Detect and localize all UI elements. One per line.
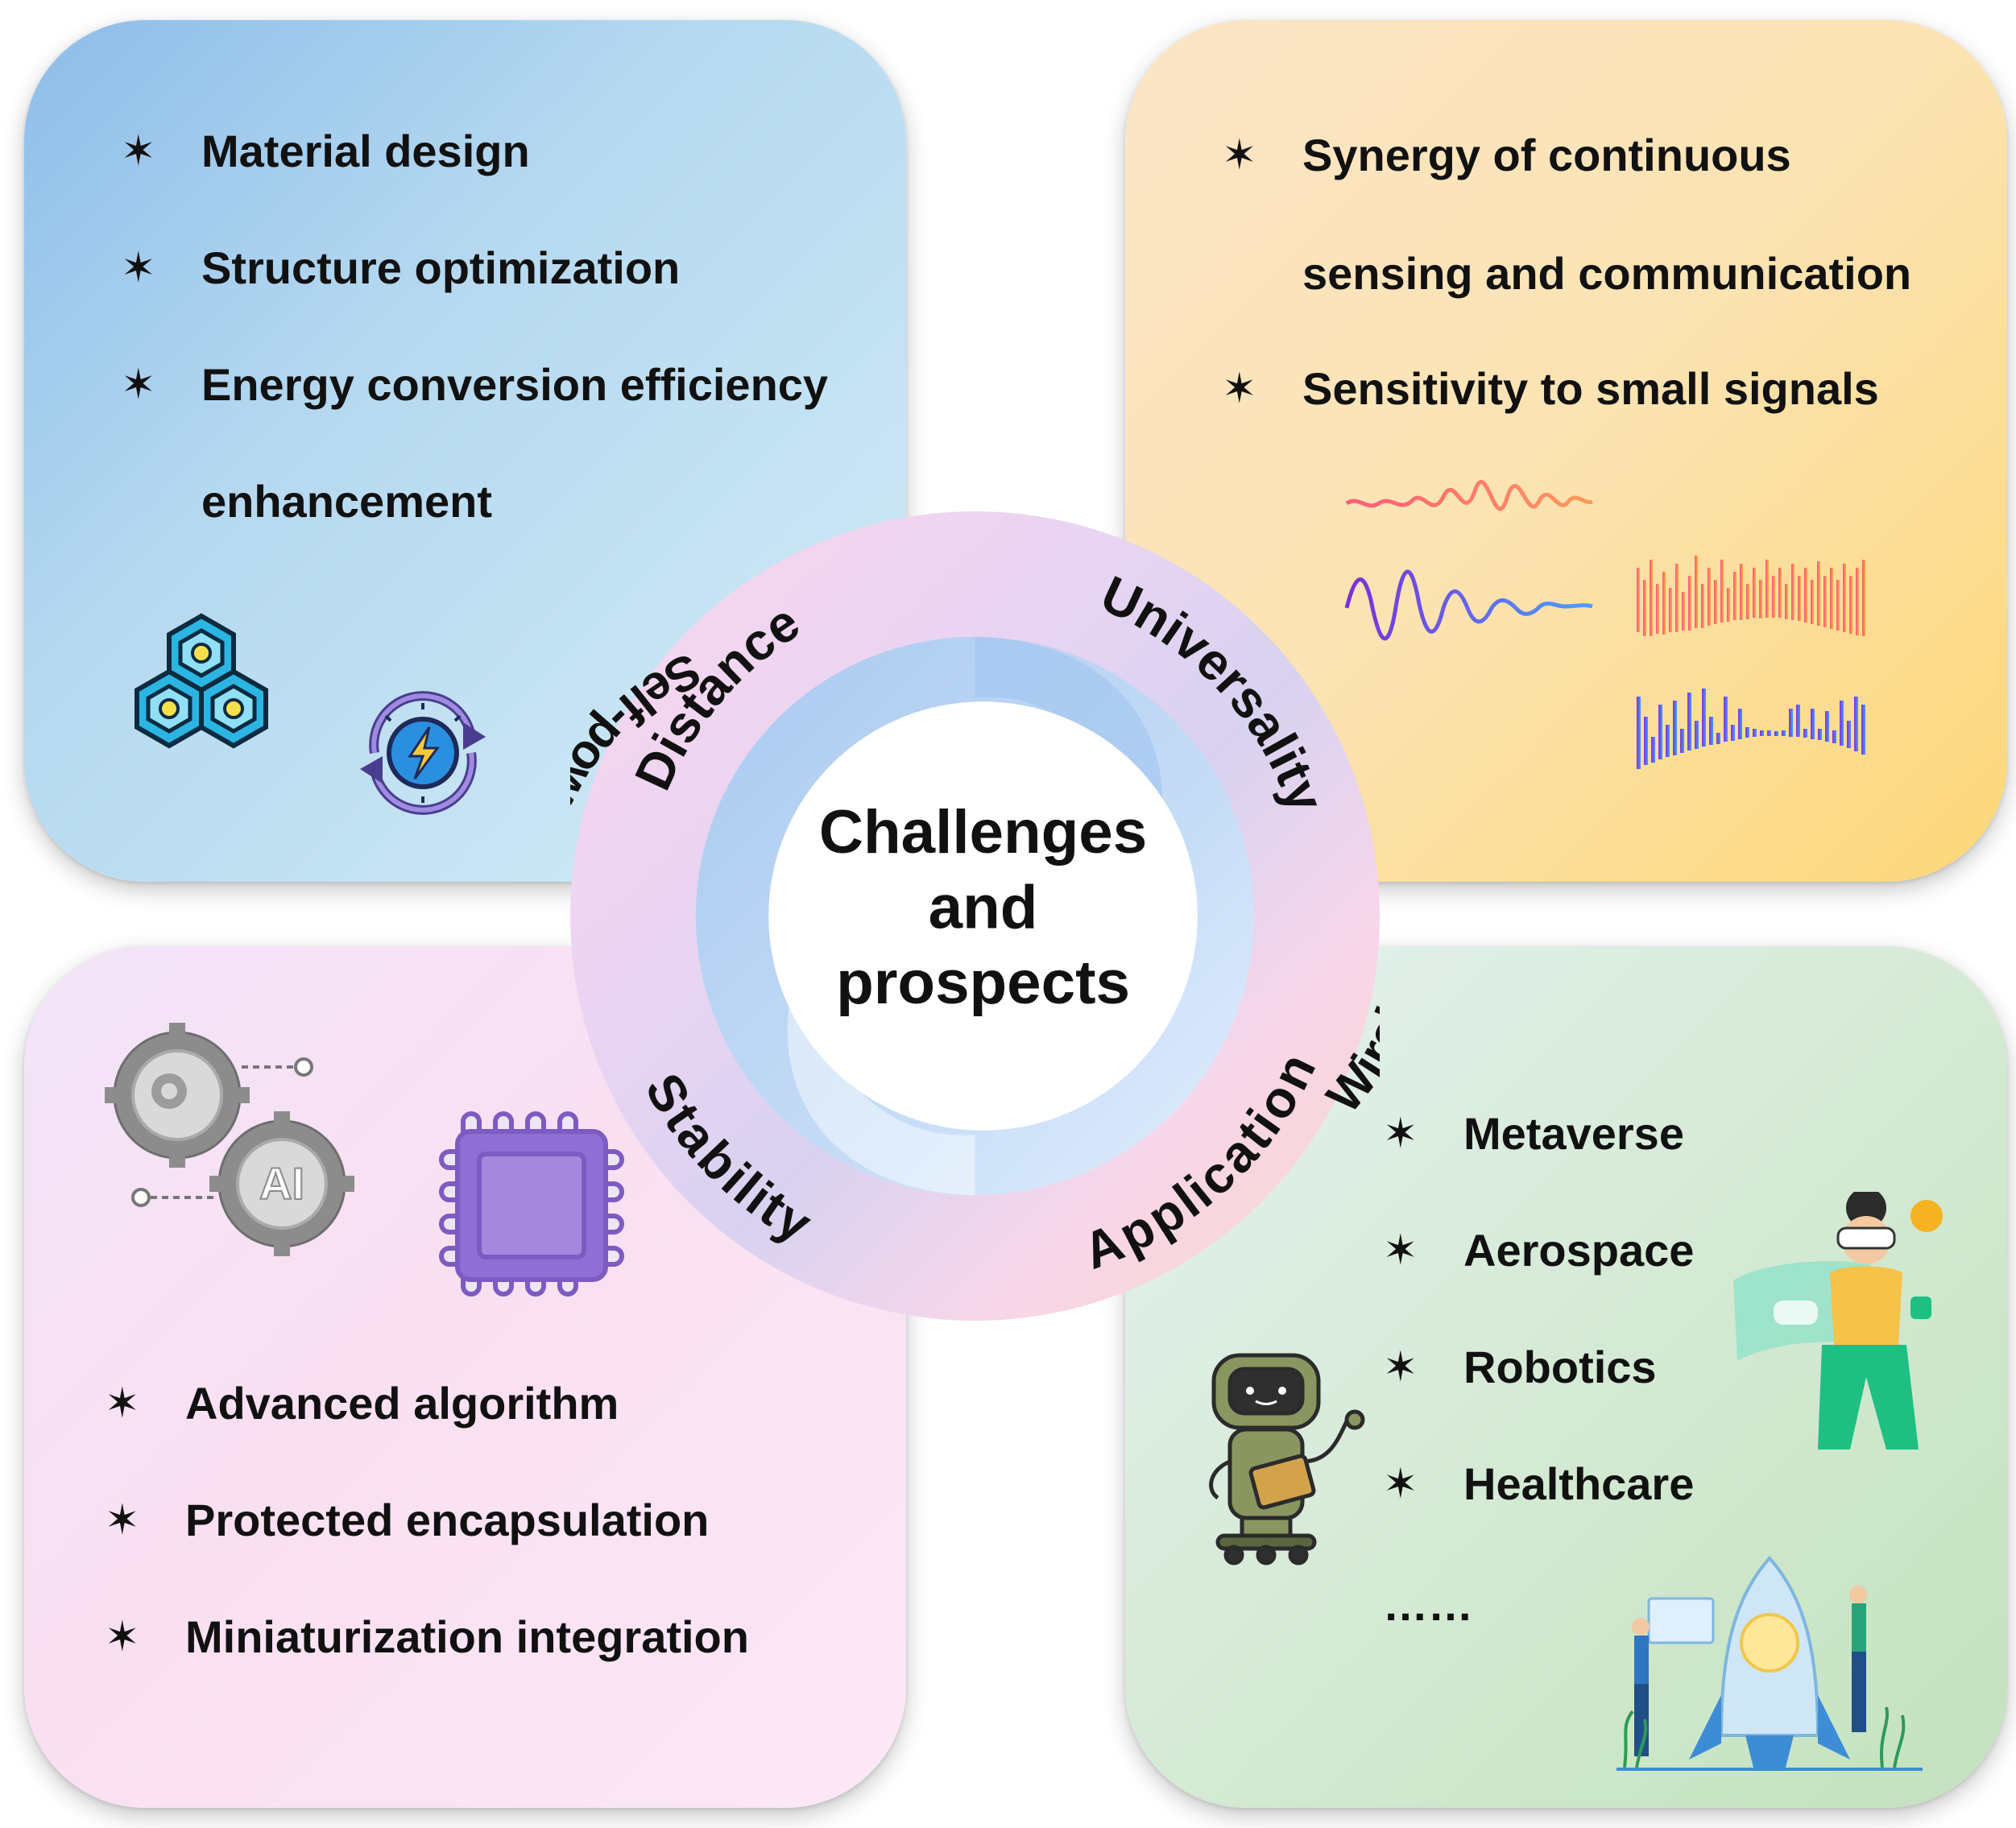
waveform-icon [1344, 480, 1593, 641]
vr-person-icon [1733, 1192, 1943, 1450]
spectrum-bars-icon [1637, 556, 1865, 769]
rocket-team-icon [1617, 1556, 1923, 1771]
item-metaverse: ✶ Metaverse [1383, 1108, 1684, 1159]
center-title-line-1: Challenges [819, 798, 1147, 866]
bullet-star-icon: ✶ [105, 1613, 140, 1661]
item-energy-conversion-cont: enhancement [201, 476, 492, 527]
item-advanced-algorithm: ✶ Advanced algorithm [105, 1378, 619, 1429]
bullet-star-icon: ✶ [1383, 1110, 1418, 1157]
item-healthcare: ✶ Healthcare [1383, 1458, 1695, 1509]
bullet-star-icon: ✶ [1383, 1460, 1418, 1507]
bullet-star-icon: ✶ [1222, 365, 1257, 412]
ai-gears-icon: AI [105, 1023, 354, 1256]
bullet-star-icon: ✶ [1383, 1343, 1418, 1391]
bullet-star-icon: ✶ [121, 127, 156, 175]
bullet-star-icon: ✶ [121, 244, 156, 292]
item-protected-encapsulation: ✶ Protected encapsulation [105, 1495, 710, 1545]
item-miniaturization: ✶ Miniaturization integration [105, 1611, 749, 1662]
svg-text:AI: AI [259, 1158, 304, 1209]
bullet-star-icon: ✶ [105, 1379, 140, 1427]
energy-cycle-icon [360, 691, 486, 815]
item-material-design: ✶ Material design [121, 126, 530, 176]
panel-fabrication: ✶ Material design ✶ Structure optimizati… [24, 20, 906, 882]
hexagon-cells-icon [135, 613, 268, 749]
item-synergy: ✶ Synergy of continuous [1222, 130, 1791, 180]
item-structure-optimization: ✶ Structure optimization [121, 242, 681, 293]
challenges-ring: Distance Universality Stability Applicat… [570, 511, 1380, 1321]
bullet-star-icon: ✶ [1222, 131, 1257, 179]
item-sensitivity: ✶ Sensitivity to small signals [1222, 363, 1879, 414]
center-title-line-3: prospects [836, 949, 1130, 1017]
item-robotics: ✶ Robotics [1383, 1342, 1657, 1392]
item-ellipsis: …… [1383, 1579, 1473, 1630]
robot-icon [1209, 1353, 1365, 1565]
bullet-star-icon: ✶ [1383, 1226, 1418, 1274]
item-synergy-cont: sensing and communication [1302, 248, 1912, 299]
chip-icon [439, 1111, 624, 1297]
bullet-star-icon: ✶ [121, 361, 156, 408]
item-aerospace: ✶ Aerospace [1383, 1225, 1695, 1276]
item-energy-conversion: ✶ Energy conversion efficiency [121, 359, 829, 410]
bullet-star-icon: ✶ [105, 1496, 140, 1544]
center-title-line-2: and [929, 874, 1038, 942]
